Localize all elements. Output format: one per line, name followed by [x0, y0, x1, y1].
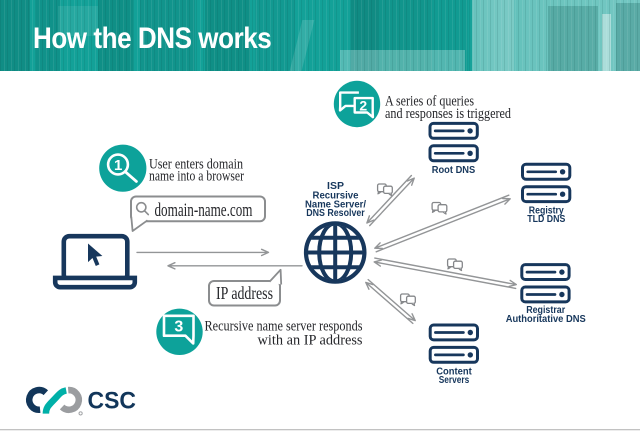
svg-text:Registrar: Registrar: [526, 304, 565, 316]
svg-text:Recursive name server responds: Recursive name server responds: [205, 319, 363, 335]
svg-text:Root DNS: Root DNS: [432, 164, 476, 176]
svg-text:DNS Resolver: DNS Resolver: [306, 207, 365, 219]
svg-text:TLD DNS: TLD DNS: [527, 213, 565, 225]
svg-text:User enters domain: User enters domain: [149, 156, 244, 172]
svg-text:Name Server/: Name Server/: [305, 198, 366, 210]
svg-text:ISP: ISP: [327, 180, 344, 192]
svg-text:IP address: IP address: [216, 283, 273, 303]
svg-text:2: 2: [359, 97, 367, 113]
svg-text:Servers: Servers: [439, 374, 470, 386]
svg-text:name into a browser: name into a browser: [149, 168, 244, 184]
svg-text:with an IP address: with an IP address: [258, 333, 363, 349]
svg-text:A series of queries: A series of queries: [385, 94, 474, 110]
svg-text:and responses is triggered: and responses is triggered: [385, 106, 512, 122]
svg-text:Authoritative DNS: Authoritative DNS: [506, 313, 586, 325]
svg-text:Registry: Registry: [529, 204, 564, 216]
svg-text:domain-name.com: domain-name.com: [155, 200, 253, 221]
svg-text:CSC: CSC: [88, 387, 137, 414]
svg-text:Recursive: Recursive: [313, 190, 359, 202]
svg-text:Content: Content: [436, 366, 472, 378]
svg-text:1: 1: [114, 157, 122, 174]
svg-text:3: 3: [174, 319, 183, 336]
